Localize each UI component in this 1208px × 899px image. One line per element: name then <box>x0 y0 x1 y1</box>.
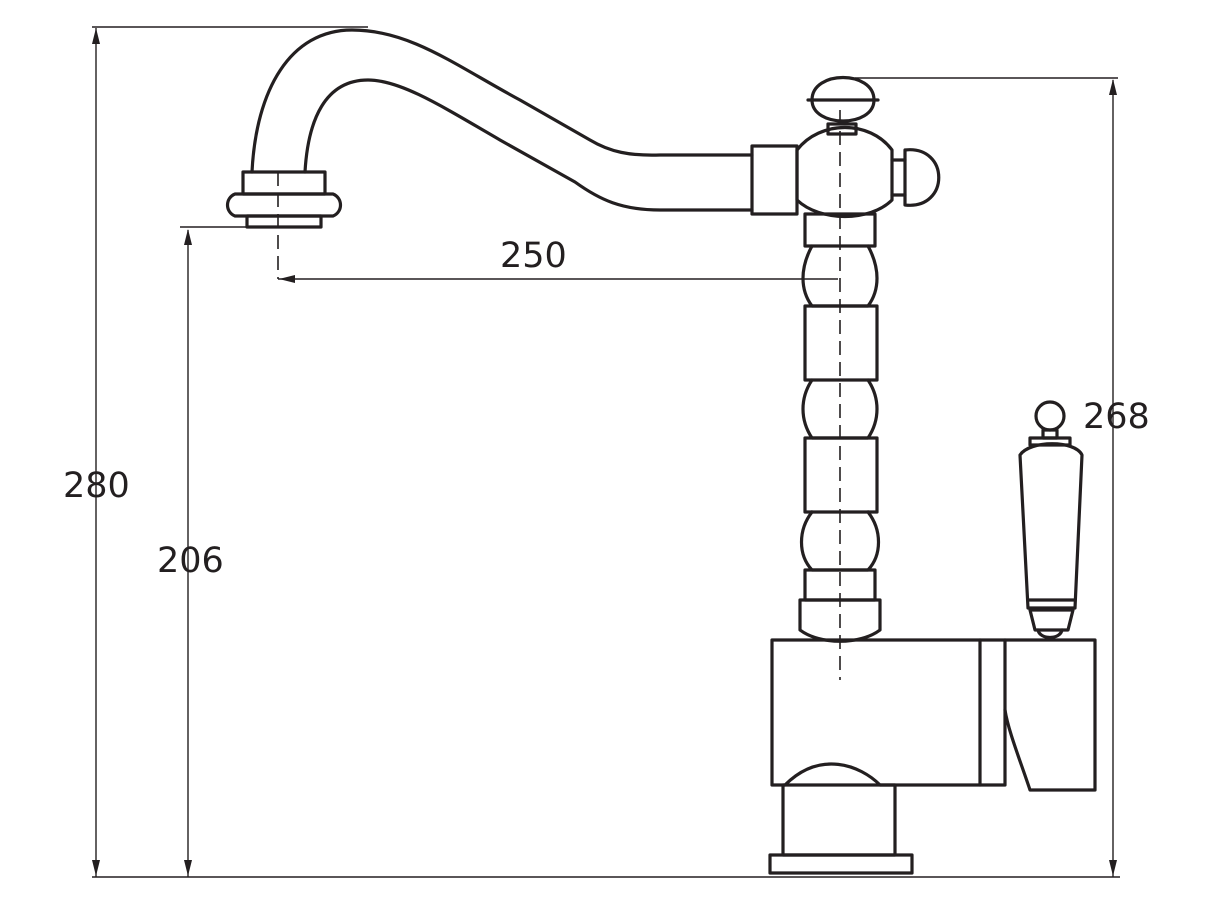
side-knob <box>903 148 941 207</box>
dimension-label-268: 268 <box>1083 397 1150 437</box>
base-plate <box>768 853 914 875</box>
spout-collar <box>750 144 799 216</box>
spout <box>250 28 754 174</box>
dimension-label-250: 250 <box>500 236 567 276</box>
aerator <box>225 170 343 229</box>
diverter-body <box>795 125 894 218</box>
base-stem <box>781 783 897 857</box>
dimension-label-206: 206 <box>157 541 224 581</box>
lever-handle <box>1018 400 1084 640</box>
dimension-arrows <box>92 28 1117 876</box>
faucet <box>225 28 1097 875</box>
mixer-body <box>770 638 1007 787</box>
dimension-label-280: 280 <box>63 466 130 506</box>
dimension-lines <box>92 26 1120 878</box>
